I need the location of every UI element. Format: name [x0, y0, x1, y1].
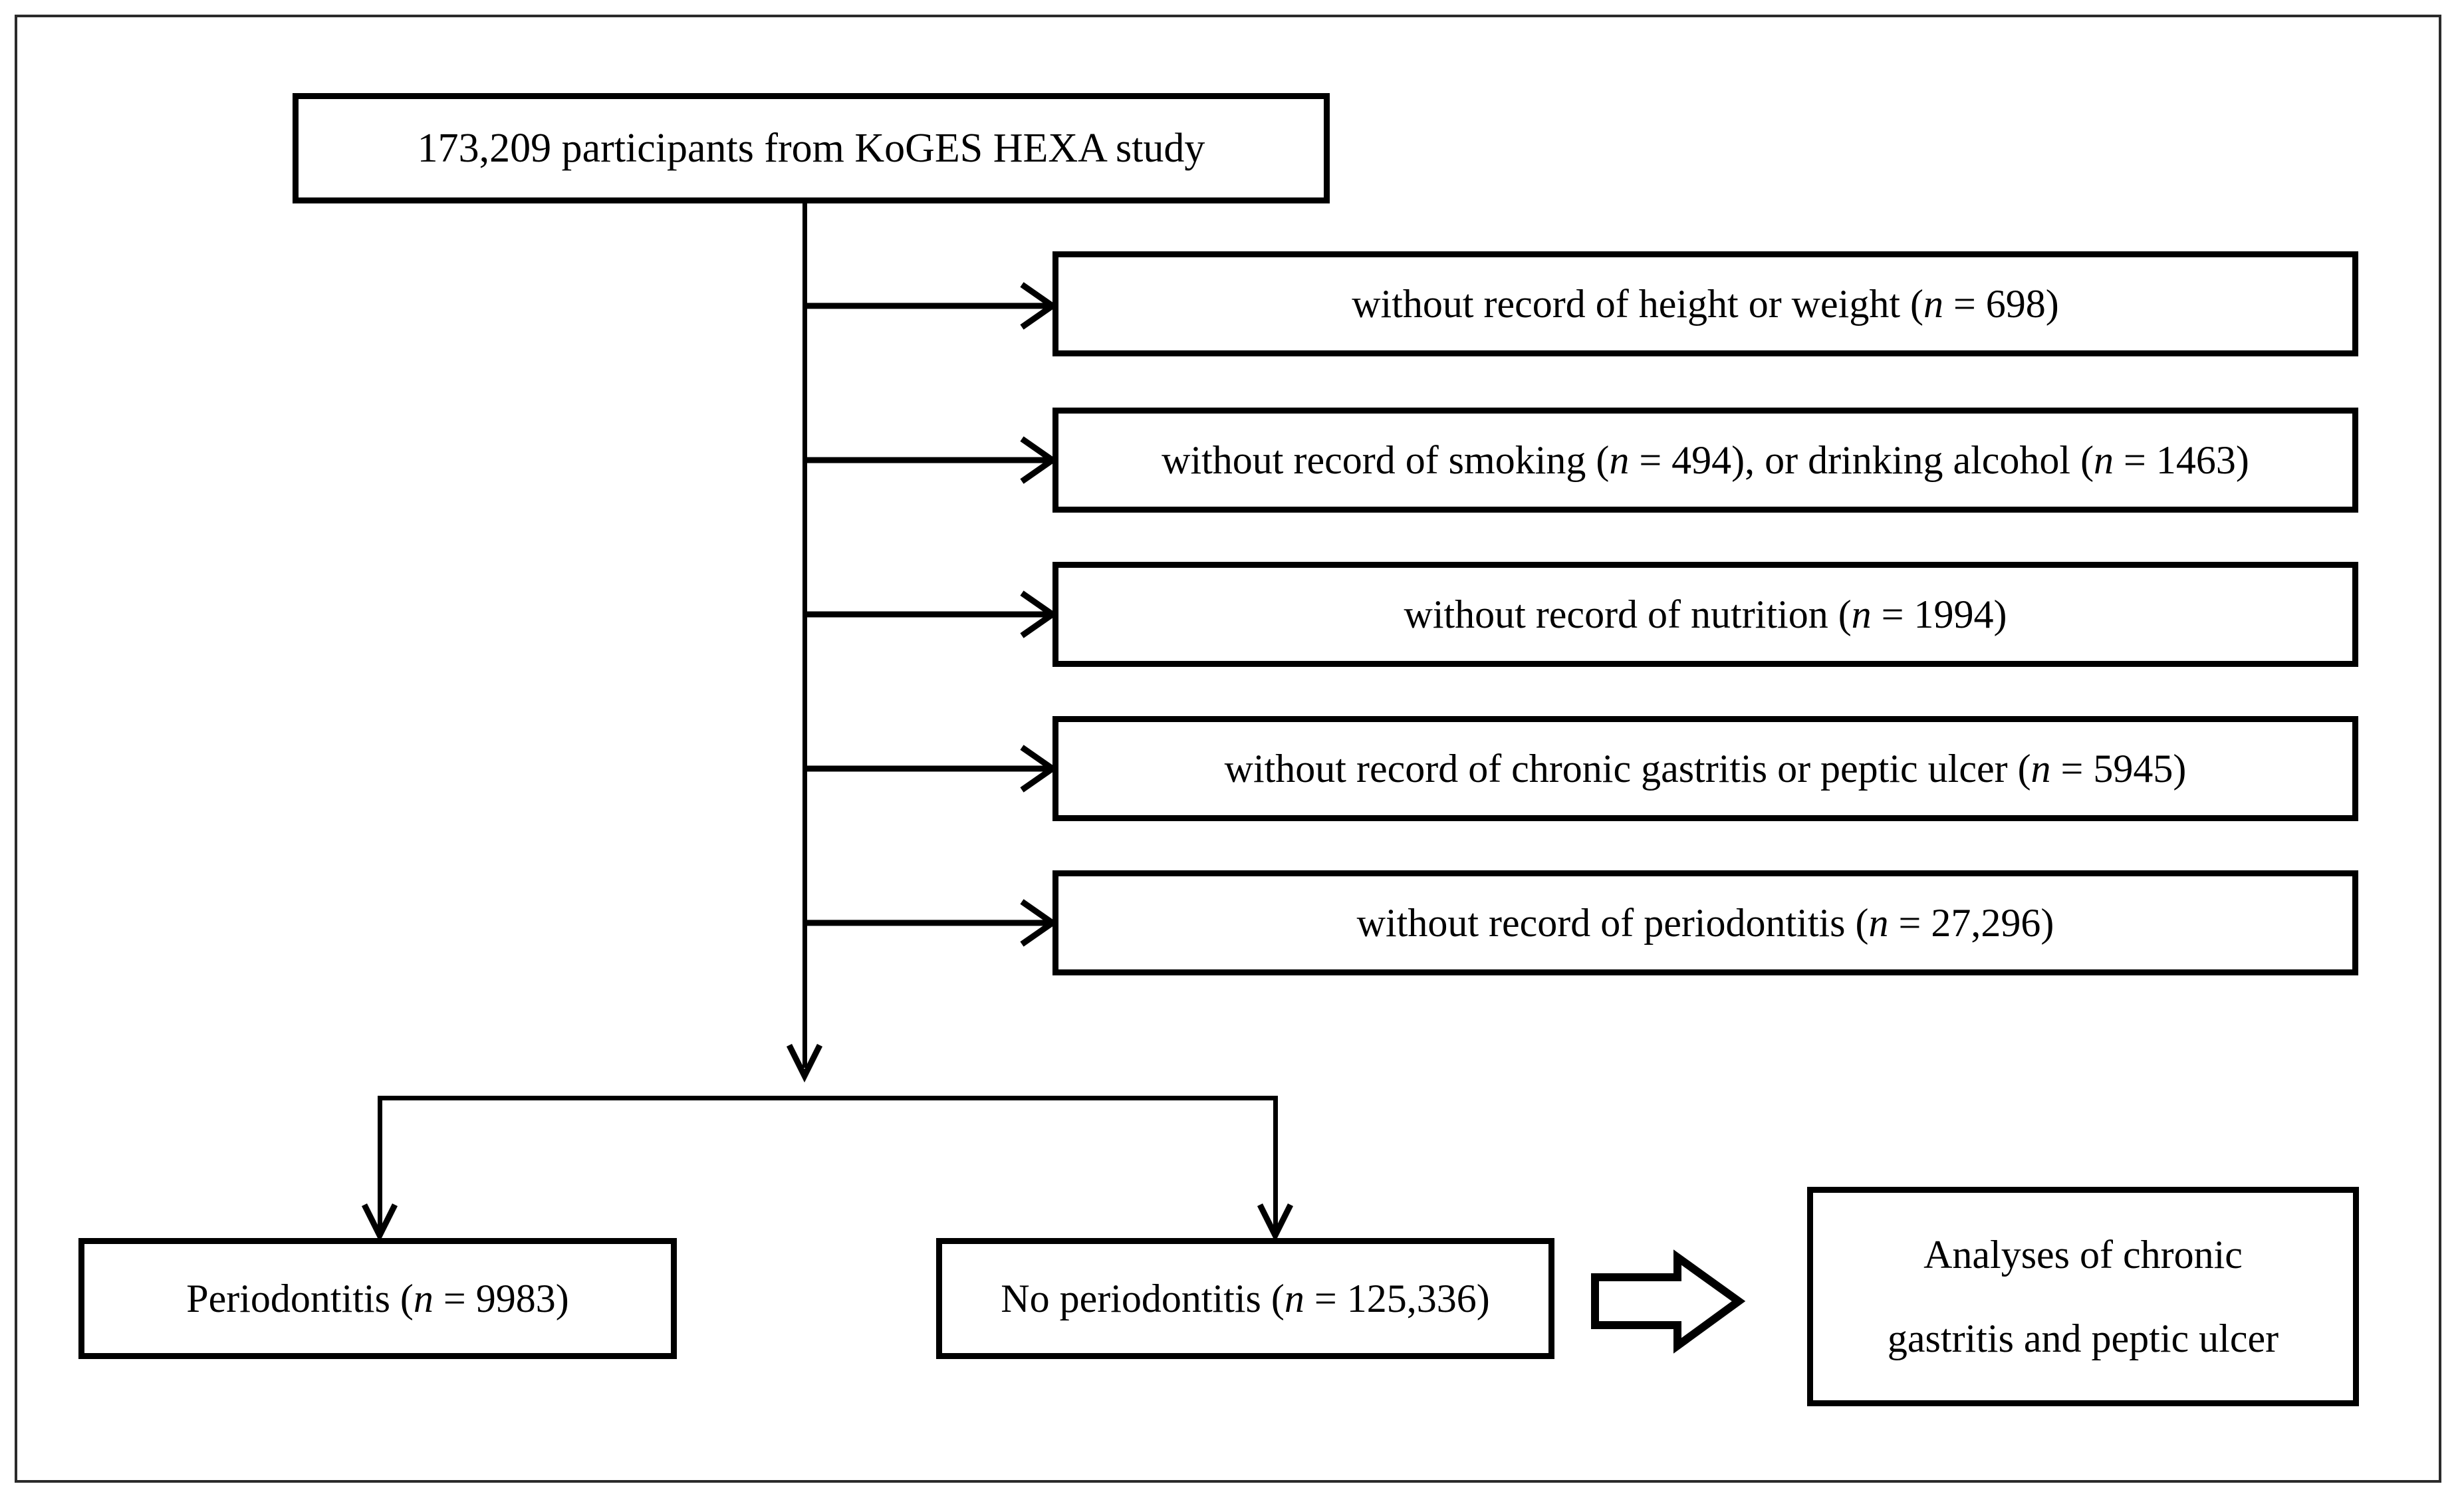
outcome-split-right-drop — [1273, 1096, 1278, 1229]
trunk-down-arrowhead — [786, 1043, 823, 1083]
exclusion-label-4: without record of chronic gastritis or p… — [1224, 747, 2187, 791]
exclusion-box-4: without record of chronic gastritis or p… — [1052, 716, 2358, 821]
analysis-label: Analyses of chronic gastritis and peptic… — [1813, 1213, 2353, 1380]
exclusion-box-3: without record of nutrition (n = 1994) — [1052, 562, 2358, 667]
outcome-box-periodontitis: Periodontitis (n = 9983) — [78, 1238, 677, 1359]
exclusion-box-1: without record of height or weight (n = … — [1052, 251, 2358, 356]
exclusion-label-5: without record of periodontitis (n = 27,… — [1356, 901, 2054, 945]
exclusion-label-1: without record of height or weight (n = … — [1352, 282, 2059, 326]
figure-outer-frame — [15, 15, 2441, 1483]
exclusion-box-2: without record of smoking (n = 494), or … — [1052, 408, 2358, 513]
analysis-line-2: gastritis and peptic ulcer — [1887, 1316, 2279, 1360]
outcome-label-no-periodontitis: No periodontitis (n = 125,336) — [1001, 1277, 1490, 1320]
exclusion-branch-arrow-1 — [802, 282, 1058, 330]
source-participants-box: 173,209 participants from KoGES HEXA stu… — [293, 93, 1330, 203]
main-vertical-trunk — [802, 203, 807, 1068]
exclusion-branch-arrow-2 — [802, 436, 1058, 484]
outcome-split-left-drop — [378, 1096, 382, 1229]
source-participants-label: 173,209 participants from KoGES HEXA stu… — [417, 125, 1205, 171]
outcome-split-horizontal-bar — [378, 1096, 1278, 1100]
outcome-right-arrowhead — [1257, 1203, 1294, 1243]
exclusion-label-3: without record of nutrition (n = 1994) — [1404, 592, 2007, 636]
block-arrow-to-analysis — [1591, 1249, 1746, 1354]
outcome-label-periodontitis: Periodontitis (n = 9983) — [186, 1277, 569, 1320]
exclusion-branch-arrow-4 — [802, 745, 1058, 793]
exclusion-box-5: without record of periodontitis (n = 27,… — [1052, 870, 2358, 975]
analysis-box: Analyses of chronic gastritis and peptic… — [1807, 1187, 2359, 1406]
exclusion-branch-arrow-3 — [802, 590, 1058, 638]
outcome-left-arrowhead — [361, 1203, 398, 1243]
exclusion-branch-arrow-5 — [802, 899, 1058, 947]
outcome-box-no-periodontitis: No periodontitis (n = 125,336) — [936, 1238, 1554, 1359]
exclusion-label-2: without record of smoking (n = 494), or … — [1162, 438, 2249, 482]
analysis-line-1: Analyses of chronic — [1923, 1233, 2243, 1277]
